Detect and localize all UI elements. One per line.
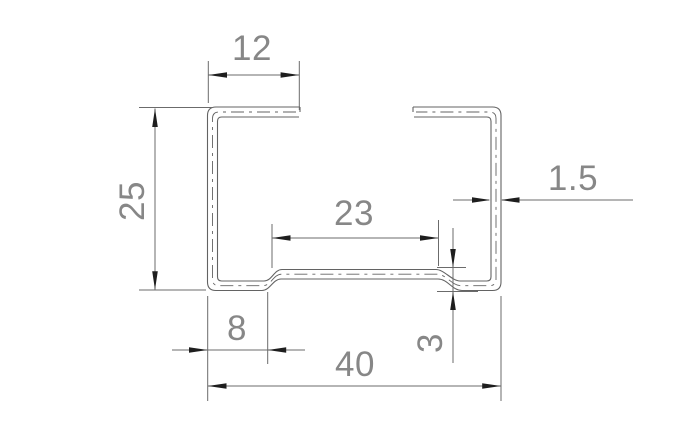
arrowhead xyxy=(207,383,227,389)
dimension-label-overall-width: 40 xyxy=(335,345,375,384)
profile-geometry xyxy=(206,106,502,292)
dimension-label-bottom-step-depth: 3 xyxy=(411,333,450,353)
dimension-profile-height: 25 xyxy=(113,107,213,291)
dimension-bottom-center-width: 23 xyxy=(271,194,439,268)
arrowhead xyxy=(450,249,456,268)
arrowhead xyxy=(267,347,287,353)
arrowhead xyxy=(189,347,208,353)
arrowhead xyxy=(280,72,300,78)
profile-centerline xyxy=(212,111,497,287)
dimension-bottom-step-inset: 8 xyxy=(172,292,305,364)
arrowhead xyxy=(482,383,501,389)
arrowhead xyxy=(420,235,439,241)
dimension-label-profile-height: 25 xyxy=(113,181,152,221)
dimension-bottom-step-depth: 3 xyxy=(411,228,478,363)
arrowhead xyxy=(472,197,491,203)
arrowhead xyxy=(208,72,227,78)
dimension-overall-width: 40 xyxy=(207,296,502,401)
arrowhead xyxy=(152,108,158,127)
dimension-label-wall-thickness: 1.5 xyxy=(548,159,598,198)
arrowhead xyxy=(450,291,456,310)
dimension-wall-thickness: 1.5 xyxy=(453,159,633,203)
arrowhead xyxy=(152,271,158,290)
dimension-label-top-flange-width: 12 xyxy=(232,29,272,68)
profile-inner-contour xyxy=(216,116,492,282)
dimension-label-bottom-step-inset: 8 xyxy=(227,309,247,348)
dimension-label-bottom-center-width: 23 xyxy=(334,194,374,233)
arrowhead xyxy=(272,235,291,241)
profile-outer-contour xyxy=(206,106,502,292)
dimension-top-flange-width: 12 xyxy=(207,29,300,110)
arrowhead xyxy=(500,197,520,203)
